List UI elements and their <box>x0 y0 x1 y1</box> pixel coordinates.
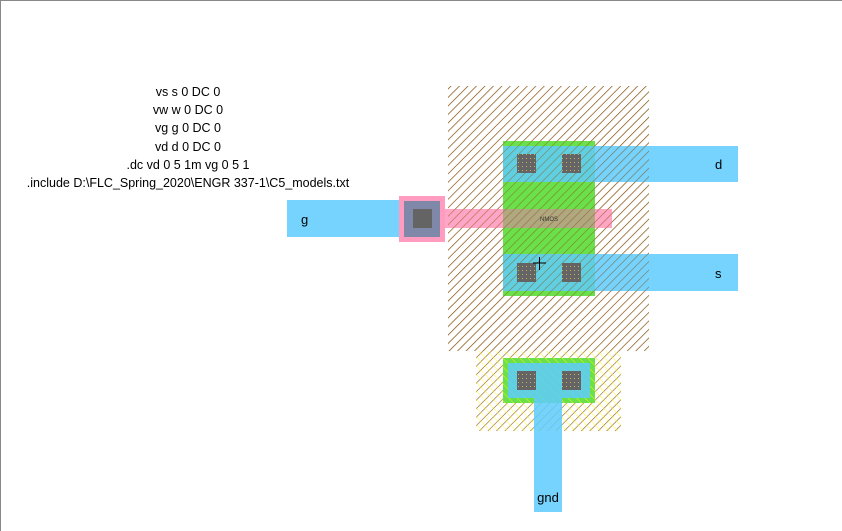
select-hatch-overlay <box>448 86 649 351</box>
contact-icon <box>517 371 536 390</box>
contacts <box>413 154 581 390</box>
pin-label-ground[interactable]: gnd <box>537 490 559 505</box>
spice-line[interactable]: .include D:\FLC_Spring_2020\ENGR 337-1\C… <box>26 176 350 191</box>
spice-line[interactable]: vd d 0 DC 0 <box>154 139 221 154</box>
contact-icon <box>562 154 581 173</box>
gnd-metal[interactable] <box>534 398 562 512</box>
crosshair-cursor-icon <box>533 257 546 270</box>
spice-directives[interactable]: vs s 0 DC 0 vw w 0 DC 0 vg g 0 DC 0 vd d… <box>1 83 375 192</box>
spice-line[interactable]: vg g 0 DC 0 <box>154 121 221 136</box>
contact-icon <box>517 154 536 173</box>
contact-icon <box>562 263 581 282</box>
gate-contact-icon <box>413 209 432 228</box>
pin-label-gate[interactable]: g <box>301 212 308 227</box>
spice-line[interactable]: .dc vd 0 5 1m vg 0 5 1 <box>126 157 250 172</box>
spice-line[interactable]: vw w 0 DC 0 <box>152 103 224 118</box>
pin-label-drain[interactable]: d <box>715 157 722 172</box>
pin-label-source[interactable]: s <box>715 266 722 281</box>
contact-icon <box>517 263 536 282</box>
spice-line[interactable]: vs s 0 DC 0 <box>155 85 221 99</box>
contact-icon <box>562 371 581 390</box>
transistor-label: NMOS <box>540 217 558 223</box>
